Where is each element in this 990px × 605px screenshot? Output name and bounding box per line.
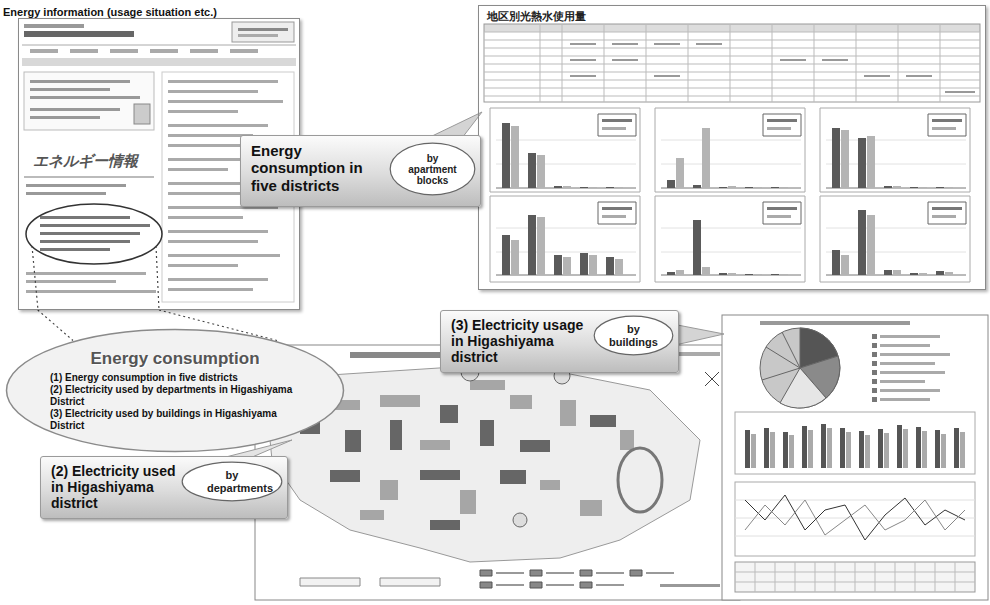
campus-map-screenshot bbox=[705, 372, 719, 386]
table-chart-screenshot bbox=[602, 119, 962, 210]
building-usage-screenshot bbox=[735, 412, 975, 474]
webpage-screenshot bbox=[24, 176, 154, 178]
table-chart-screenshot bbox=[484, 32, 980, 96]
oval-tag: by apartment blocks bbox=[389, 142, 476, 196]
building-usage-screenshot bbox=[762, 332, 800, 380]
ellipse-shape bbox=[182, 462, 282, 501]
oval-tag: by buildings bbox=[593, 315, 674, 356]
building-usage-screenshot bbox=[735, 562, 975, 592]
list-item: (2) Electricity used by departments in H… bbox=[50, 384, 300, 408]
table-chart-screenshot bbox=[484, 24, 980, 102]
building-usage-screenshot bbox=[735, 482, 975, 556]
table-chart-screenshot bbox=[490, 108, 970, 282]
table-chart-screenshot bbox=[502, 123, 944, 275]
webpage-screenshot bbox=[32, 246, 159, 310]
callout-text: (2) Electricity used in Higashiyama dist… bbox=[51, 463, 176, 511]
table-chart-screenshot bbox=[496, 140, 966, 252]
table-chart-screenshot: 地区別光熱水使用量 bbox=[478, 5, 986, 290]
table-chart-screenshot bbox=[511, 126, 953, 275]
webpage-screenshot bbox=[24, 24, 84, 28]
webpage-screenshot bbox=[22, 45, 296, 46]
heading-ellipse: Energy consumption (1) Energy consumption… bbox=[5, 328, 345, 453]
screen-title: エネルギー情報 bbox=[31, 152, 140, 170]
page-title: Energy information (usage situation etc.… bbox=[3, 6, 217, 18]
webpage-screenshot bbox=[22, 58, 296, 66]
building-usage-screenshot bbox=[760, 321, 910, 325]
table-chart-screenshot bbox=[540, 24, 940, 102]
table-chart-screenshot bbox=[484, 24, 980, 32]
campus-map-screenshot bbox=[330, 380, 634, 520]
oval-tag: by departments bbox=[181, 461, 283, 502]
building-usage-screenshot bbox=[722, 315, 988, 600]
webpage-screenshot bbox=[232, 22, 294, 42]
webpage-screenshot bbox=[26, 272, 156, 293]
callout-box: (2) Electricity used in Higashiyama dist… bbox=[40, 456, 288, 519]
screen-title: 地区別光熱水使用量 bbox=[485, 10, 588, 23]
campus-map-screenshot bbox=[300, 578, 440, 586]
ellipse-shape bbox=[390, 143, 475, 195]
webpage-screenshot bbox=[30, 49, 258, 53]
oval-text: by departments bbox=[207, 469, 257, 493]
callout-text: (3) Electricity usage in Higashiyama dis… bbox=[451, 317, 589, 365]
campus-map-screenshot bbox=[618, 448, 662, 512]
oval-text: by buildings bbox=[608, 323, 660, 347]
campus-map-screenshot bbox=[496, 572, 720, 587]
text-block: Energy consumption (1) Energy consumption… bbox=[50, 349, 300, 432]
building-usage-screenshot bbox=[760, 328, 840, 408]
table-chart-screenshot bbox=[602, 127, 956, 218]
list-item: (3) Electricity used by buildings in Hig… bbox=[50, 408, 300, 432]
table-chart-screenshot bbox=[598, 114, 966, 224]
webpage-screenshot bbox=[40, 216, 150, 251]
table-chart-screenshot bbox=[478, 5, 986, 290]
ellipse-heading: Energy consumption bbox=[50, 349, 300, 369]
building-usage-screenshot bbox=[745, 500, 965, 535]
table-chart-screenshot bbox=[478, 5, 986, 290]
table-chart-screenshot bbox=[570, 43, 975, 93]
ellipse-shape bbox=[7, 330, 344, 452]
webpage-screenshot bbox=[238, 34, 278, 37]
building-usage-screenshot bbox=[872, 334, 877, 402]
webpage-screenshot bbox=[238, 28, 288, 31]
list-item: (1) Energy consumption in five districts bbox=[50, 372, 300, 384]
building-usage-screenshot bbox=[722, 315, 988, 600]
building-usage-screenshot bbox=[735, 500, 975, 536]
building-usage-screenshot bbox=[745, 495, 965, 540]
building-usage-screenshot bbox=[880, 335, 950, 401]
webpage-screenshot bbox=[134, 104, 150, 124]
webpage-screenshot bbox=[30, 80, 140, 119]
campus-map-screenshot bbox=[513, 513, 527, 527]
callout-text: Energy consumption in five districts bbox=[251, 142, 383, 194]
ellipse-shape bbox=[594, 316, 673, 355]
building-usage-screenshot bbox=[735, 562, 975, 592]
building-usage-screenshot bbox=[751, 428, 965, 468]
callout-box: (3) Electricity usage in Higashiyama dis… bbox=[440, 310, 679, 373]
oval-text: by apartment blocks bbox=[405, 153, 461, 186]
webpage-screenshot bbox=[24, 72, 154, 130]
webpage-screenshot bbox=[26, 204, 162, 264]
callout-box: Energy consumption in five districts by a… bbox=[240, 135, 481, 207]
building-usage-screenshot bbox=[780, 368, 826, 408]
webpage-screenshot bbox=[24, 31, 134, 37]
webpage-screenshot bbox=[26, 184, 126, 195]
